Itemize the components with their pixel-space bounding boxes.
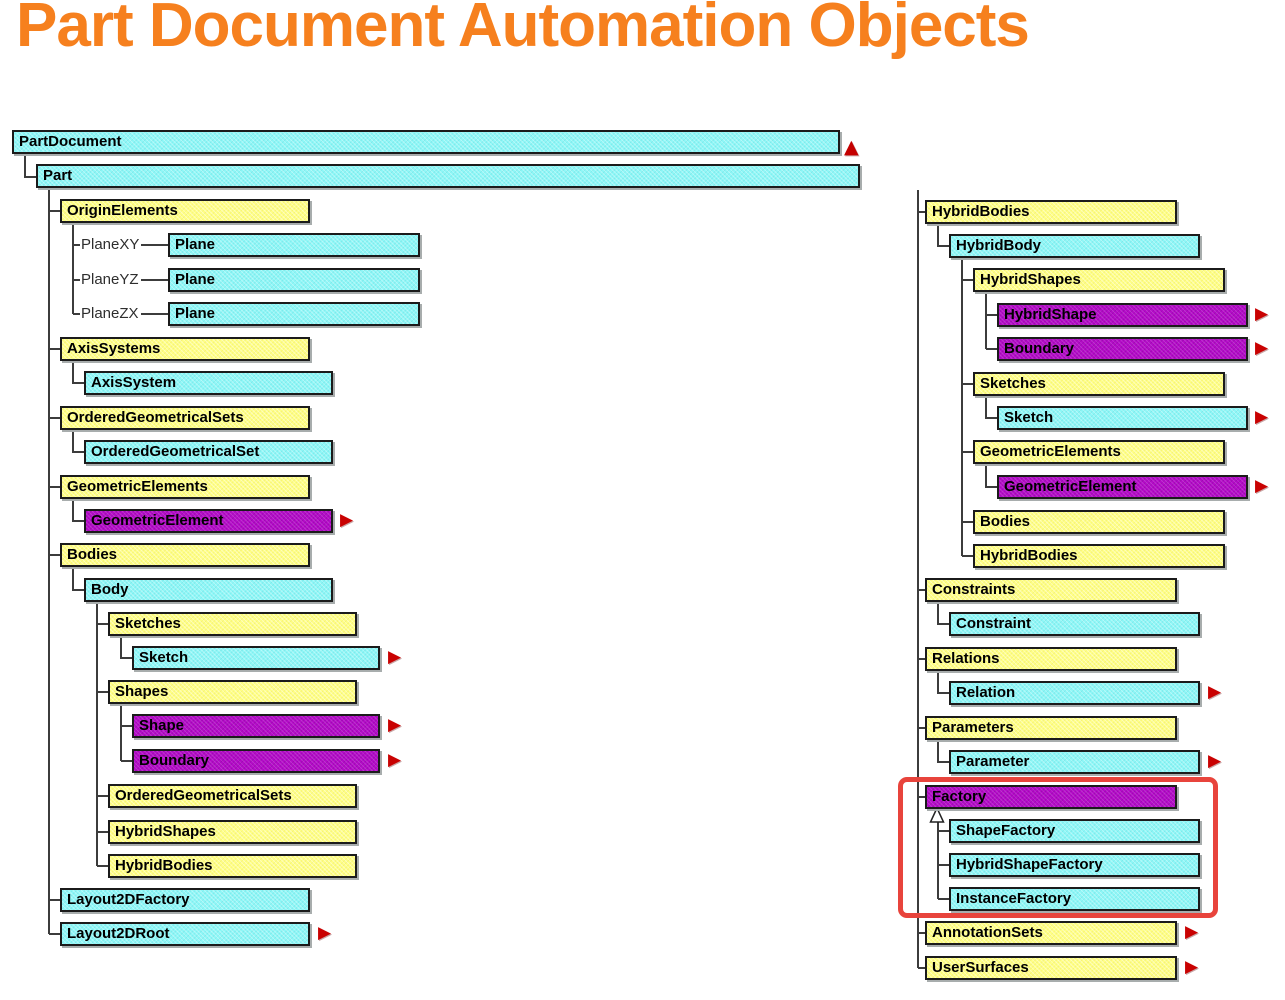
node-body[interactable]: Body	[84, 578, 333, 602]
tree-line	[985, 292, 997, 350]
node-instance-factory[interactable]: InstanceFactory	[949, 887, 1200, 911]
continuation-arrow-icon[interactable]: ▶	[340, 510, 354, 530]
node-bodies-right[interactable]: Bodies	[973, 510, 1225, 534]
node-layout2d-root[interactable]: Layout2DRoot	[60, 922, 310, 946]
node-hybrid-bodies-right-2[interactable]: HybridBodies	[973, 544, 1225, 568]
tree-line	[985, 396, 997, 488]
tree-line	[72, 223, 168, 315]
node-ordered-geometrical-sets-2[interactable]: OrderedGeometricalSets	[108, 784, 357, 808]
node-shapes[interactable]: Shapes	[108, 680, 357, 704]
continuation-arrow-icon[interactable]: ▶	[388, 647, 402, 667]
continuation-arrow-icon[interactable]: ▶	[1185, 957, 1199, 977]
tree-line	[48, 188, 60, 935]
node-sketch[interactable]: Sketch	[132, 646, 380, 670]
tree-line	[120, 636, 132, 762]
plane-zx-link-label: PlaneZX	[81, 305, 139, 322]
node-relation[interactable]: Relation	[949, 681, 1200, 705]
node-constraint[interactable]: Constraint	[949, 612, 1200, 636]
node-parameter[interactable]: Parameter	[949, 750, 1200, 774]
tree-line	[937, 821, 949, 900]
tree-line	[961, 258, 973, 557]
tree-line	[917, 190, 925, 969]
plane-yz-link-label: PlaneYZ	[81, 271, 139, 288]
node-sketches[interactable]: Sketches	[108, 612, 357, 636]
node-hybrid-bodies[interactable]: HybridBodies	[108, 854, 357, 878]
tree-line-group	[24, 154, 997, 969]
node-bodies[interactable]: Bodies	[60, 543, 310, 567]
continuation-arrow-icon[interactable]: ▶	[1255, 338, 1269, 358]
node-plane-zx[interactable]: Plane	[168, 302, 420, 326]
parent-continuation-arrow-icon[interactable]: ▲	[844, 136, 859, 158]
continuation-arrow-icon[interactable]: ▶	[388, 715, 402, 735]
node-geometric-element[interactable]: GeometricElement	[84, 509, 333, 533]
node-ordered-geometrical-sets[interactable]: OrderedGeometricalSets	[60, 406, 310, 430]
continuation-arrow-icon[interactable]: ▶	[1208, 682, 1222, 702]
inheritance-triangle-icon	[929, 806, 945, 823]
node-geometric-elements[interactable]: GeometricElements	[60, 475, 310, 499]
tree-line	[24, 154, 36, 178]
factory-highlight-box	[898, 777, 1218, 918]
node-constraints[interactable]: Constraints	[925, 578, 1177, 602]
tree-line	[937, 602, 949, 763]
node-hybrid-shapes[interactable]: HybridShapes	[108, 820, 357, 844]
node-hybrid-body[interactable]: HybridBody	[949, 234, 1200, 258]
node-origin-elements[interactable]: OriginElements	[60, 199, 310, 223]
continuation-arrow-icon[interactable]: ▶	[1255, 407, 1269, 427]
node-axis-systems[interactable]: AxisSystems	[60, 337, 310, 361]
node-shape[interactable]: Shape	[132, 714, 380, 738]
continuation-arrow-icon[interactable]: ▶	[1208, 751, 1222, 771]
node-geometric-elements-right[interactable]: GeometricElements	[973, 440, 1225, 464]
node-plane-xy[interactable]: Plane	[168, 233, 420, 257]
node-boundary[interactable]: Boundary	[132, 749, 380, 773]
node-part[interactable]: Part	[36, 164, 860, 188]
node-partdocument[interactable]: PartDocument	[12, 130, 840, 154]
page-title: Part Document Automation Objects	[16, 0, 1030, 60]
node-user-surfaces[interactable]: UserSurfaces	[925, 956, 1177, 980]
node-relations[interactable]: Relations	[925, 647, 1177, 671]
continuation-arrow-icon[interactable]: ▶	[1255, 304, 1269, 324]
node-geometric-element-right[interactable]: GeometricElement	[997, 475, 1248, 499]
tree-line	[96, 602, 108, 867]
node-plane-yz[interactable]: Plane	[168, 268, 420, 292]
continuation-arrow-icon[interactable]: ▶	[1185, 922, 1199, 942]
node-hybrid-shapes-right[interactable]: HybridShapes	[973, 268, 1225, 292]
node-annotation-sets[interactable]: AnnotationSets	[925, 921, 1177, 945]
node-hybrid-shape-factory[interactable]: HybridShapeFactory	[949, 853, 1200, 877]
node-ordered-geometrical-set[interactable]: OrderedGeometricalSet	[84, 440, 333, 464]
node-layout2d-factory[interactable]: Layout2DFactory	[60, 888, 310, 912]
node-parameters[interactable]: Parameters	[925, 716, 1177, 740]
continuation-arrow-icon[interactable]: ▶	[388, 750, 402, 770]
plane-xy-link-label: PlaneXY	[81, 236, 140, 253]
continuation-arrow-icon[interactable]: ▶	[318, 923, 332, 943]
node-sketch-right[interactable]: Sketch	[997, 406, 1248, 430]
node-hybrid-bodies-right[interactable]: HybridBodies	[925, 200, 1177, 224]
continuation-arrow-icon[interactable]: ▶	[1255, 476, 1269, 496]
node-axis-system[interactable]: AxisSystem	[84, 371, 333, 395]
node-shape-factory[interactable]: ShapeFactory	[949, 819, 1200, 843]
tree-line	[72, 361, 84, 591]
node-boundary-right[interactable]: Boundary	[997, 337, 1248, 361]
tree-line	[937, 224, 949, 247]
node-sketches-right[interactable]: Sketches	[973, 372, 1225, 396]
node-hybrid-shape[interactable]: HybridShape	[997, 303, 1248, 327]
node-factory[interactable]: Factory	[925, 785, 1177, 809]
